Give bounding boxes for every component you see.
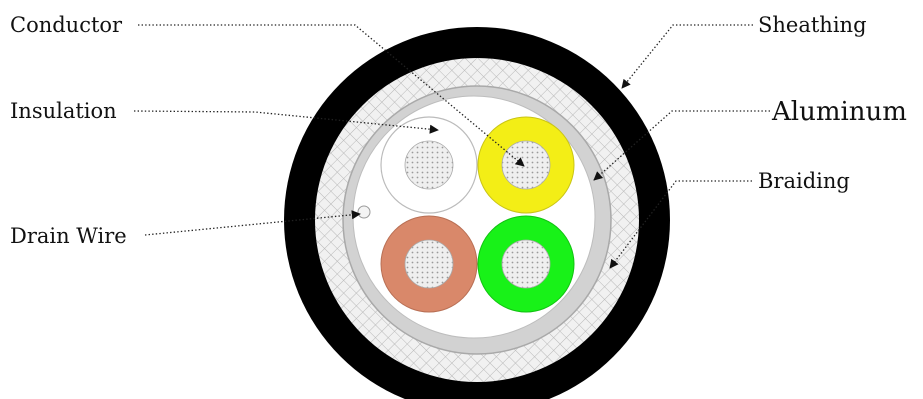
sheathing-label: Sheathing [758, 13, 867, 37]
core-brown-conductor [405, 240, 453, 288]
conductor-label: Conductor [10, 13, 123, 37]
drain-wire-label: Drain Wire [10, 224, 127, 248]
core-green-conductor [502, 240, 550, 288]
drain-wire [358, 206, 370, 218]
insulation-label: Insulation [10, 99, 117, 123]
aluminum-label: Aluminum [771, 97, 907, 127]
core-white-conductor [405, 141, 453, 189]
core-yellow-conductor [502, 141, 550, 189]
braiding-label: Braiding [758, 169, 850, 193]
sheathing-leader-line [622, 25, 753, 88]
